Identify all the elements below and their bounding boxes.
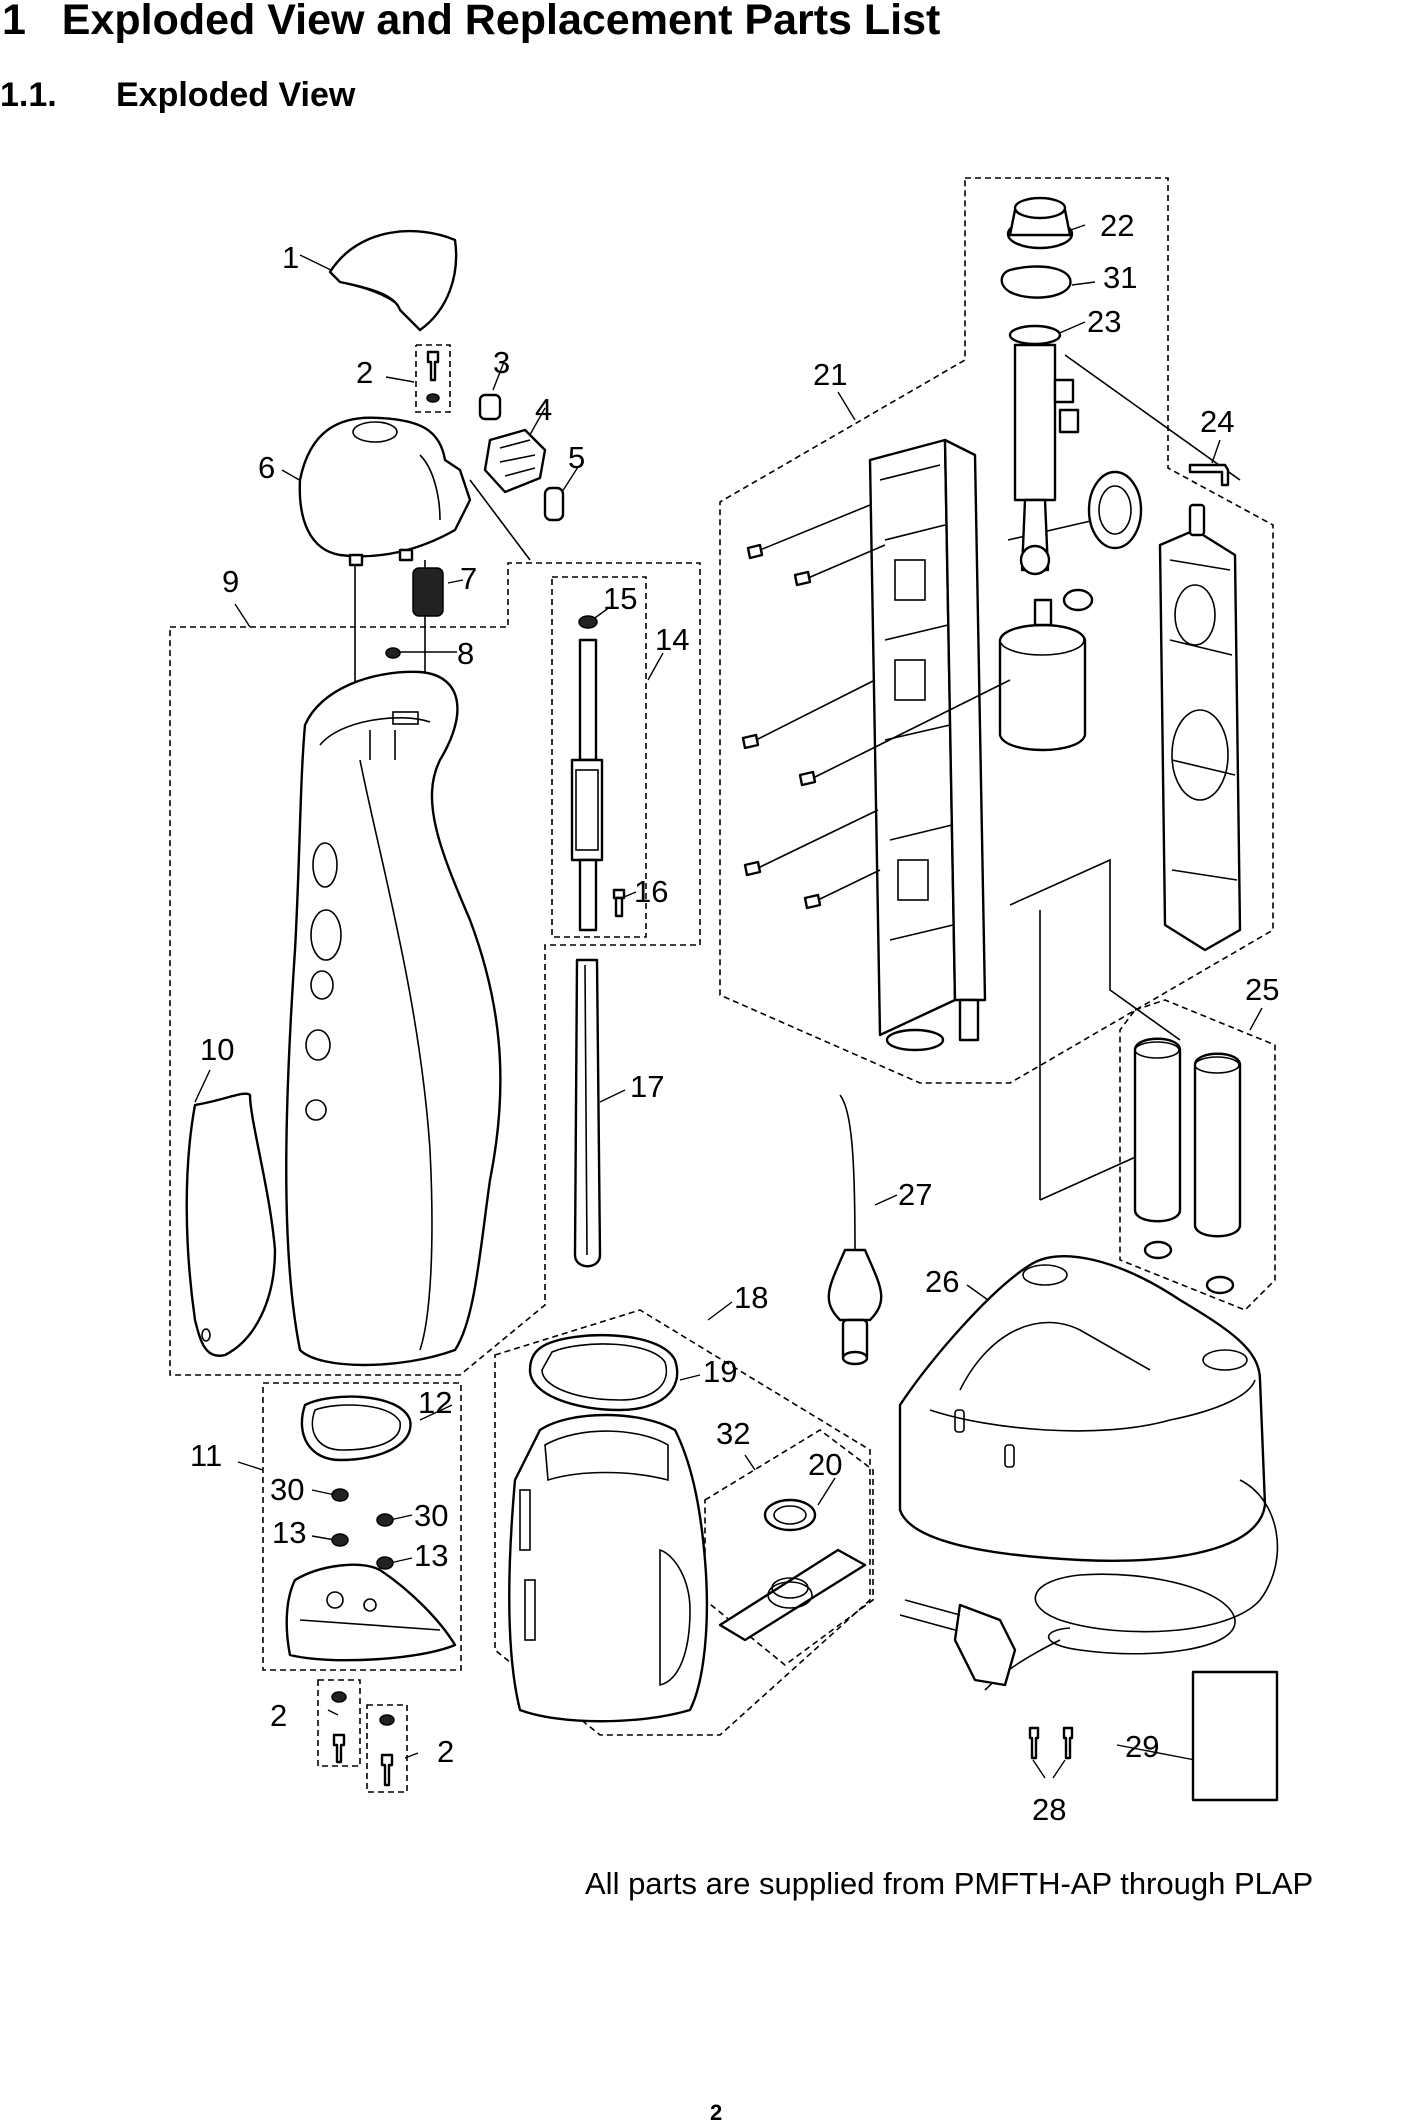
callout-2-top: 2 — [356, 355, 373, 390]
callout-20: 20 — [808, 1447, 842, 1482]
callout-13-right: 13 — [414, 1538, 448, 1573]
part-12-oring — [300, 1395, 412, 1462]
part-right-housing — [1158, 503, 1242, 952]
part-motor — [998, 598, 1087, 752]
part-2-screw-top — [426, 350, 440, 403]
callout-30-right: 30 — [414, 1498, 448, 1533]
page-number: 2 — [710, 2100, 723, 2125]
callout-12: 12 — [418, 1385, 452, 1420]
callout-26: 26 — [925, 1264, 959, 1299]
part-30-pin-right — [376, 1513, 394, 1527]
callout-11: 11 — [190, 1438, 222, 1473]
callout-18: 18 — [734, 1280, 768, 1315]
part-31-oring — [1000, 265, 1072, 299]
part-21-frame — [868, 438, 987, 1052]
callout-3: 3 — [493, 345, 510, 380]
part-27-nozzle — [827, 1094, 883, 1366]
group-box-2-top — [415, 344, 451, 413]
callout-8: 8 — [457, 636, 474, 671]
part-7-grip — [412, 567, 444, 617]
part-4-switch — [483, 428, 547, 494]
part-2-screw-bottom-left — [331, 1691, 347, 1764]
part-3-cap — [478, 393, 502, 421]
part-gear — [1087, 470, 1143, 550]
callout-31: 31 — [1103, 260, 1137, 295]
part-32-plate — [718, 1548, 867, 1642]
frame-screws — [741, 504, 1011, 910]
group-box-25 — [1119, 999, 1276, 1311]
part-30-pin-left — [331, 1488, 349, 1502]
part-18-water-tank — [508, 1413, 709, 1723]
part-16-screw — [612, 888, 626, 918]
part-6-head-housing — [298, 416, 472, 558]
part-17-tube — [573, 958, 602, 1268]
part-14-shaft-assembly — [570, 638, 604, 932]
callout-27: 27 — [898, 1177, 932, 1212]
callout-9: 9 — [222, 564, 239, 599]
part-25-batteries — [1133, 1037, 1242, 1295]
section-title: Exploded View and Replacement Parts List — [61, 0, 941, 44]
callout-14: 14 — [655, 622, 689, 657]
callout-2-bottom-right: 2 — [437, 1734, 454, 1769]
part-5-cap — [543, 486, 565, 522]
callout-25: 25 — [1245, 972, 1279, 1007]
part-20-seal — [763, 1498, 817, 1532]
part-15-seal — [578, 615, 598, 629]
part-1-cap — [328, 229, 458, 332]
callout-4: 4 — [535, 392, 552, 427]
part-28-screws — [1028, 1726, 1074, 1760]
callout-15: 15 — [603, 581, 637, 616]
part-23-oring — [1008, 324, 1062, 346]
callout-30-left: 30 — [270, 1472, 304, 1507]
part-13-pin-left — [331, 1533, 349, 1547]
callout-21: 21 — [813, 357, 847, 392]
callout-28: 28 — [1032, 1792, 1066, 1827]
callout-5: 5 — [568, 440, 585, 475]
subsection-title: Exploded View — [116, 76, 356, 114]
part-22-cap — [1006, 196, 1074, 250]
part-9-body — [285, 670, 502, 1367]
callout-32: 32 — [716, 1416, 750, 1451]
callout-23: 23 — [1087, 304, 1121, 339]
callout-10: 10 — [200, 1032, 234, 1067]
callout-16: 16 — [634, 874, 668, 909]
subsection-heading: 1.1. Exploded View — [0, 76, 355, 115]
section-number: 1 — [2, 0, 26, 44]
part-pump-cylinder — [1013, 343, 1080, 576]
section-heading: 1 Exploded View and Replacement Parts Li… — [2, 0, 940, 45]
part-8-washer — [385, 647, 401, 659]
callout-22: 22 — [1100, 208, 1134, 243]
group-box-2-bottom-right — [366, 1704, 408, 1793]
part-10-panel — [185, 1092, 277, 1357]
part-24-pipe — [1188, 463, 1230, 487]
callout-29: 29 — [1125, 1729, 1159, 1764]
group-box-14 — [551, 576, 647, 938]
callout-1: 1 — [282, 240, 299, 275]
group-box-2-bottom-left — [317, 1679, 361, 1767]
callout-24: 24 — [1200, 404, 1234, 439]
callout-2-bottom-left: 2 — [270, 1698, 287, 1733]
part-26-charger-base — [898, 1254, 1267, 1562]
part-29-instruction-sheet — [1191, 1670, 1279, 1802]
callout-6: 6 — [258, 450, 275, 485]
callout-13-left: 13 — [272, 1515, 306, 1550]
callout-17: 17 — [630, 1069, 664, 1104]
group-box-21 — [719, 177, 1274, 1084]
part-2-screw-bottom-right — [379, 1714, 395, 1787]
group-box-11 — [262, 1382, 462, 1671]
part-11-base — [285, 1563, 457, 1662]
part-13-pin-right — [376, 1556, 394, 1570]
subsection-number: 1.1. — [0, 76, 57, 114]
group-box-9 — [169, 562, 701, 1376]
part-26-power-cord — [899, 1479, 1279, 1691]
callout-19: 19 — [703, 1354, 737, 1389]
callout-7: 7 — [460, 561, 477, 596]
supply-note: All parts are supplied from PMFTH-AP thr… — [585, 1866, 1314, 1901]
